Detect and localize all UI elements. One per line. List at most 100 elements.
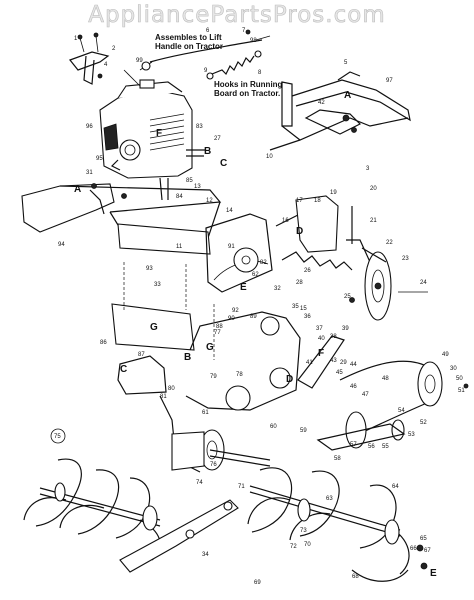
- callout-73: 73: [300, 528, 307, 534]
- callout-77: 77: [214, 330, 221, 336]
- letter-e-upper: E: [240, 282, 247, 293]
- letter-g-center: G: [206, 342, 214, 353]
- callout-78: 78: [236, 372, 243, 378]
- callout-50: 50: [456, 376, 463, 382]
- side-plate: [111, 262, 301, 411]
- callout-21: 21: [370, 218, 377, 224]
- callout-59: 59: [300, 428, 307, 434]
- callout-71: 71: [238, 484, 245, 490]
- note-running-board-line1: Hooks in Running: [214, 80, 283, 89]
- callout-31: 31: [86, 170, 93, 176]
- callout-80: 80: [168, 386, 175, 392]
- callout-37: 37: [316, 326, 323, 332]
- callout-63: 63: [326, 496, 333, 502]
- lift-cable-spring: [139, 29, 271, 80]
- callout-93: 93: [146, 266, 153, 272]
- letter-b-plate: B: [184, 352, 191, 363]
- callout-46: 46: [350, 384, 357, 390]
- callout-61: 61: [202, 410, 209, 416]
- callout-87: 87: [138, 352, 145, 358]
- letter-a-right: A: [344, 90, 351, 101]
- callout-67: 67: [424, 548, 431, 554]
- tines-right: [247, 467, 428, 582]
- callout-45: 45: [336, 370, 343, 376]
- callout-22: 22: [386, 240, 393, 246]
- letter-b-engine: B: [204, 146, 211, 157]
- callout-58: 58: [334, 456, 341, 462]
- letter-d-upper: D: [296, 226, 303, 237]
- letter-c-engine: C: [220, 158, 227, 169]
- callout-81: 81: [160, 394, 167, 400]
- gearbox-upper: [205, 211, 353, 293]
- callout-60: 60: [270, 424, 277, 430]
- callout-92: 92: [232, 308, 239, 314]
- tine-shield-left: [21, 183, 222, 255]
- callout-23: 23: [402, 256, 409, 262]
- callout-27: 27: [214, 136, 221, 142]
- callout-90: 90: [228, 316, 235, 322]
- callout-16: 16: [282, 218, 289, 224]
- callout-20: 20: [370, 186, 377, 192]
- reference-letters: A A B B C C D D E E F F G G: [74, 90, 437, 579]
- callout-85: 85: [186, 178, 193, 184]
- callout-79: 79: [210, 374, 217, 380]
- callout-33: 33: [154, 282, 161, 288]
- lift-bracket: [69, 32, 110, 85]
- letter-g-plate: G: [150, 322, 158, 333]
- callout-72: 72: [290, 544, 297, 550]
- belt-drive: [297, 335, 469, 451]
- callout-65: 65: [420, 536, 427, 542]
- callout-44: 44: [350, 362, 357, 368]
- callout-13: 13: [194, 184, 201, 190]
- depth-wheel: [295, 195, 428, 321]
- callout-32: 32: [274, 286, 281, 292]
- callout-84: 84: [176, 194, 183, 200]
- note-running-board-line2: Board on Tractor.: [214, 89, 281, 98]
- callout-18: 18: [314, 198, 321, 204]
- callout-96: 96: [86, 124, 93, 130]
- callout-89: 89: [250, 314, 257, 320]
- callout-29: 29: [340, 360, 347, 366]
- callout-95: 95: [96, 156, 103, 162]
- letter-c-plate: C: [120, 364, 127, 375]
- callout-39: 39: [342, 326, 349, 332]
- callout-10: 10: [266, 154, 273, 160]
- callout-68: 68: [352, 574, 359, 580]
- letter-f-plate: F: [318, 348, 324, 359]
- callout-41: 41: [306, 360, 313, 366]
- callout-75: 75: [54, 434, 61, 440]
- callout-26: 26: [304, 268, 311, 274]
- note-lift-handle-line1: Assembles to Lift: [155, 33, 222, 42]
- letter-a-left: A: [74, 184, 81, 195]
- callout-7: 7: [242, 28, 246, 34]
- callout-47: 47: [362, 392, 369, 398]
- callout-30: 30: [450, 366, 457, 372]
- callout-49: 49: [442, 352, 449, 358]
- callout-54: 54: [398, 408, 405, 414]
- callout-56: 56: [368, 444, 375, 450]
- callout-69: 69: [254, 580, 261, 586]
- callout-15: 15: [300, 306, 307, 312]
- callout-4: 4: [104, 62, 108, 68]
- letter-e-lower: E: [430, 568, 437, 579]
- callout-86: 86: [100, 340, 107, 346]
- callout-2: 2: [112, 46, 116, 52]
- callout-83: 83: [196, 124, 203, 130]
- callout-74: 74: [196, 480, 203, 486]
- callout-17: 17: [296, 198, 303, 204]
- callout-3: 3: [366, 166, 370, 172]
- callout-25: 25: [344, 294, 351, 300]
- callout-6: 6: [206, 28, 210, 34]
- callout-11: 11: [176, 244, 183, 250]
- callout-9: 9: [204, 68, 208, 74]
- watermark-logo: AppliancePartsPros.com: [88, 2, 386, 29]
- callout-99: 99: [136, 58, 143, 64]
- lower-gearbox: [159, 395, 271, 473]
- letter-f-engine: F: [156, 128, 162, 139]
- callout-55: 55: [382, 444, 389, 450]
- callout-19: 19: [330, 190, 337, 196]
- callout-43: 43: [330, 358, 337, 364]
- letter-d-lower: D: [286, 374, 293, 385]
- callout-52: 52: [420, 420, 427, 426]
- callout-57: 57: [350, 442, 357, 448]
